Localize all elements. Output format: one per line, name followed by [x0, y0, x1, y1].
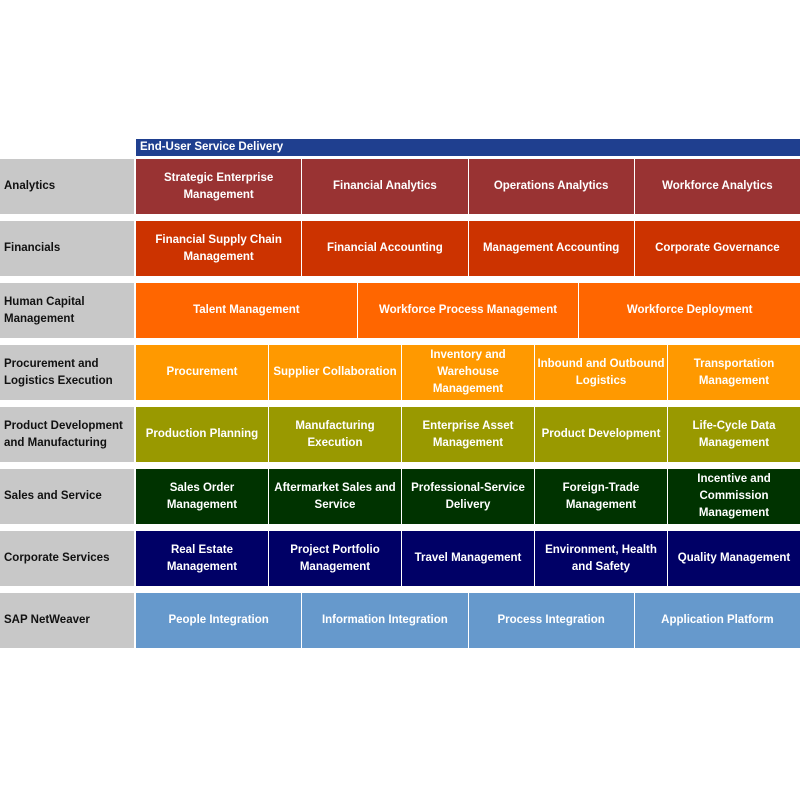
row-label-sap-netweaver: SAP NetWeaver	[0, 593, 134, 648]
cell-professional-service-delivery: Professional-Service Delivery	[401, 469, 534, 524]
cell-application-platform: Application Platform	[633, 593, 800, 648]
cell-workforce-analytics: Workforce Analytics	[633, 159, 800, 214]
cell-project-portfolio-management: Project Portfolio Management	[268, 531, 401, 586]
cell-real-estate-management: Real Estate Management	[136, 531, 268, 586]
end-user-service-delivery-header: End-User Service Delivery	[136, 139, 800, 156]
cell-operations-analytics: Operations Analytics	[467, 159, 634, 214]
cell-transportation-management: Transportation Management	[667, 345, 800, 400]
cell-corporate-governance: Corporate Governance	[633, 221, 800, 276]
row-label-sales-and-service: Sales and Service	[0, 469, 134, 524]
row-label-financials: Financials	[0, 221, 134, 276]
cell-people-integration: People Integration	[136, 593, 302, 648]
cell-strategic-enterprise-management: Strategic Enterprise Management	[136, 159, 302, 214]
cell-sales-order-management: Sales Order Management	[136, 469, 268, 524]
row-label-corporate-services: Corporate Services	[0, 531, 134, 586]
cell-procurement: Procurement	[136, 345, 268, 400]
cell-talent-management: Talent Management	[136, 283, 357, 338]
row-label-human-capital-management: Human Capital Management	[0, 283, 134, 338]
cell-aftermarket-sales-and-service: Aftermarket Sales and Service	[268, 469, 401, 524]
cell-inventory-and-warehouse-management: Inventory and Warehouse Management	[401, 345, 534, 400]
cell-foreign-trade-management: Foreign-Trade Management	[534, 469, 667, 524]
cell-travel-management: Travel Management	[401, 531, 534, 586]
cell-workforce-process-management: Workforce Process Management	[356, 283, 579, 338]
row-label-analytics: Analytics	[0, 159, 134, 214]
cell-workforce-deployment: Workforce Deployment	[578, 283, 800, 338]
cell-manufacturing-execution: Manufacturing Execution	[268, 407, 401, 462]
cell-financial-analytics: Financial Analytics	[301, 159, 468, 214]
cell-supplier-collaboration: Supplier Collaboration	[268, 345, 401, 400]
cell-financial-supply-chain-management: Financial Supply Chain Management	[136, 221, 302, 276]
cell-process-integration: Process Integration	[467, 593, 634, 648]
cell-product-development: Product Development	[534, 407, 667, 462]
cell-enterprise-asset-management: Enterprise Asset Management	[401, 407, 534, 462]
cell-life-cycle-data-management: Life-Cycle Data Management	[667, 407, 800, 462]
cell-information-integration: Information Integration	[301, 593, 468, 648]
cell-quality-management: Quality Management	[667, 531, 800, 586]
cell-management-accounting: Management Accounting	[467, 221, 634, 276]
row-label-product-development-and-manufacturing: Product Development and Manufacturing	[0, 407, 134, 462]
cell-inbound-and-outbound-logistics: Inbound and Outbound Logistics	[534, 345, 667, 400]
cell-environment-health-and-safety: Environment, Health and Safety	[534, 531, 667, 586]
row-label-procurement-and-logistics-execution: Procurement and Logistics Execution	[0, 345, 134, 400]
cell-production-planning: Production Planning	[136, 407, 268, 462]
cell-financial-accounting: Financial Accounting	[301, 221, 468, 276]
cell-incentive-and-commission-management: Incentive and Commission Management	[667, 469, 800, 524]
